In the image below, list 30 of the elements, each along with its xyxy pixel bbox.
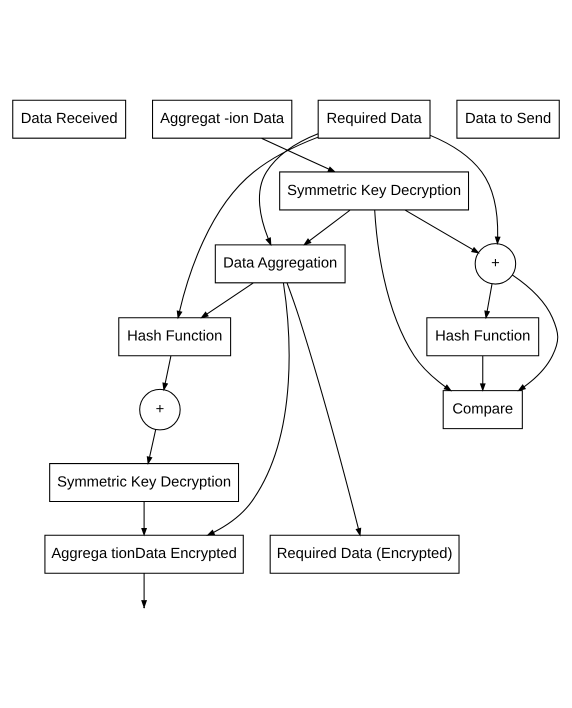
node-box: Aggrega tionData Encrypted bbox=[44, 534, 244, 574]
arrow bbox=[286, 282, 362, 537]
arrow bbox=[512, 274, 558, 392]
node-box: Hash Function bbox=[426, 317, 540, 356]
arrow bbox=[162, 356, 172, 392]
node-box: Compare bbox=[442, 390, 523, 430]
arrow bbox=[206, 282, 290, 536]
node-box: Data to Send bbox=[456, 100, 560, 139]
node-box: Data Received bbox=[12, 100, 126, 139]
arrow bbox=[176, 136, 318, 320]
arrow bbox=[141, 502, 148, 536]
arrow bbox=[404, 210, 480, 254]
arrow bbox=[484, 284, 493, 320]
arrow bbox=[303, 210, 350, 246]
arrow bbox=[430, 134, 501, 246]
node-box: Data Aggregation bbox=[214, 244, 346, 284]
node-box: Symmetric Key Decryption bbox=[49, 463, 240, 502]
node-box: Symmetric Key Decryption bbox=[279, 171, 470, 210]
arrow bbox=[258, 133, 318, 246]
node-circle: + bbox=[474, 243, 516, 285]
arrow bbox=[480, 356, 486, 392]
node-circle: + bbox=[139, 388, 181, 430]
arrow bbox=[261, 138, 336, 173]
arrow bbox=[146, 430, 156, 465]
arrow bbox=[374, 210, 452, 392]
node-box: Required Data bbox=[318, 100, 431, 139]
node-box: Hash Function bbox=[118, 317, 232, 356]
node-box: Required Data (Encrypted) bbox=[270, 534, 460, 574]
arrow bbox=[200, 282, 254, 319]
node-box: Aggregat -ion Data bbox=[152, 100, 292, 139]
